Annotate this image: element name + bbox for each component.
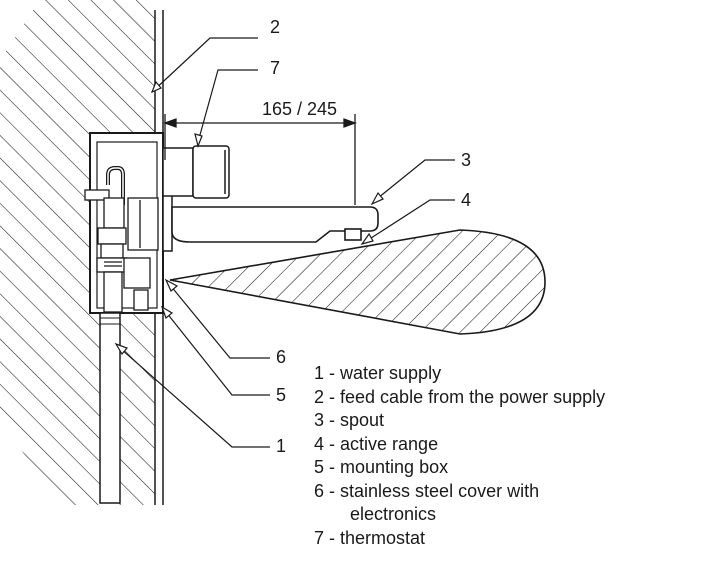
spout bbox=[171, 206, 379, 243]
callout-4: 4 bbox=[461, 190, 472, 210]
legend-text: mounting box bbox=[340, 457, 449, 477]
callout-7: 7 bbox=[270, 58, 281, 78]
legend-item: 5 - mounting box bbox=[314, 456, 605, 480]
cover-flange bbox=[162, 192, 173, 252]
legend-item: 3 - spout bbox=[314, 409, 605, 433]
legend-number: 5 bbox=[314, 457, 325, 477]
legend-item: 7 - thermostat bbox=[314, 527, 605, 551]
legend-number: 4 bbox=[314, 433, 325, 454]
legend-number: 7 bbox=[314, 527, 325, 548]
legend-text: spout bbox=[340, 410, 385, 430]
legend-text: active range bbox=[340, 433, 439, 454]
internal-valves bbox=[84, 166, 159, 313]
legend-text: water supply bbox=[340, 363, 442, 383]
water-supply-pipe bbox=[99, 312, 121, 504]
callout-3: 3 bbox=[461, 150, 472, 170]
legend-text: stainless steel cover with bbox=[340, 480, 540, 501]
legend: 1 - water supply 2 - feed cable from the… bbox=[314, 362, 605, 550]
callout-6: 6 bbox=[276, 347, 287, 367]
legend-text: electronics bbox=[350, 504, 437, 524]
legend-number: 1 bbox=[314, 363, 325, 383]
dimension-line bbox=[163, 114, 357, 205]
legend-text: thermostat bbox=[340, 527, 426, 548]
legend-number: 2 bbox=[314, 386, 325, 407]
legend-number: 6 bbox=[314, 480, 325, 501]
legend-text: feed cable from the power supply bbox=[340, 386, 606, 407]
legend-item: 6 - stainless steel cover with bbox=[314, 480, 605, 504]
legend-item: 1 - water supply bbox=[314, 362, 605, 386]
callout-2: 2 bbox=[270, 17, 281, 37]
legend-number: 3 bbox=[314, 410, 325, 430]
dimension-label: 165 / 245 bbox=[262, 99, 338, 119]
legend-item-continuation: electronics bbox=[314, 503, 605, 527]
callout-5: 5 bbox=[276, 385, 287, 405]
thermostat bbox=[162, 145, 230, 199]
active-range bbox=[169, 229, 546, 335]
leader-lines bbox=[114, 37, 455, 448]
legend-item: 2 - feed cable from the power supply bbox=[314, 386, 605, 410]
legend-item: 4 - active range bbox=[314, 433, 605, 457]
callout-1: 1 bbox=[276, 436, 287, 456]
